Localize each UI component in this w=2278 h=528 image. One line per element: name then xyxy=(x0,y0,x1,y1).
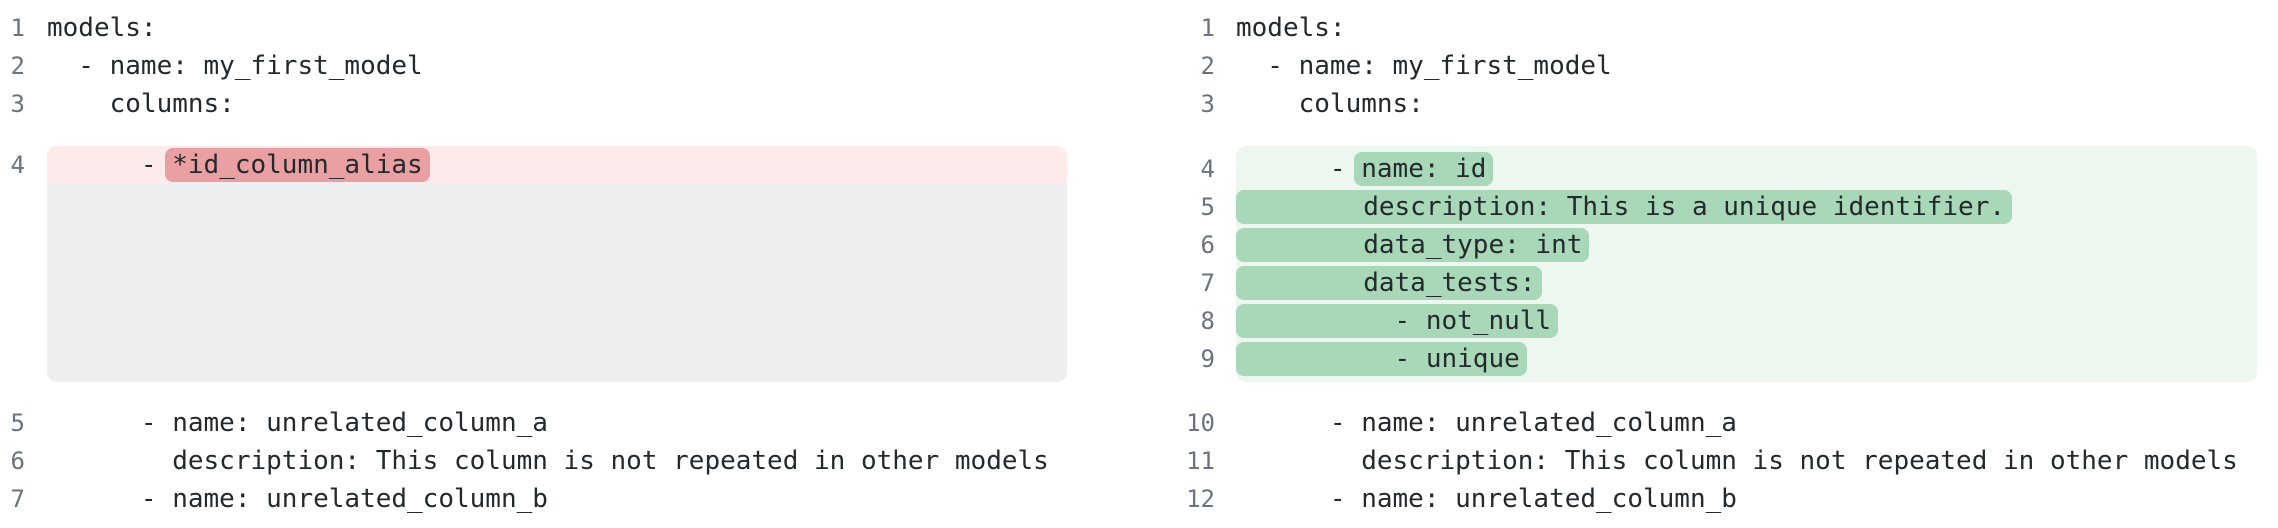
added-token: description: This is a unique identifier… xyxy=(1236,190,2013,224)
line-number: 3 xyxy=(1200,90,1215,118)
added-line: data_tests: xyxy=(1236,264,2257,302)
code-row: 1 models: xyxy=(1139,9,2257,47)
code-line: models: xyxy=(47,13,157,43)
line-number: 4 xyxy=(1200,155,1215,183)
line-number: 11 xyxy=(1186,447,1215,475)
line-number: 9 xyxy=(1200,345,1215,373)
added-line: description: This is a unique identifier… xyxy=(1236,188,2257,226)
line-number: 2 xyxy=(1200,52,1215,80)
line-number: 3 xyxy=(10,90,25,118)
line-number: 1 xyxy=(1200,14,1215,42)
line-number: 10 xyxy=(1186,409,1215,437)
added-token: - not_null xyxy=(1236,304,1559,338)
code-row: 12 - name: unrelated_column_b xyxy=(1139,480,2257,518)
diff-pane-old: 1 models: 2 - name: my_first_model 3 col… xyxy=(0,0,1139,518)
line-number: 2 xyxy=(10,52,25,80)
line-number: 5 xyxy=(1200,193,1215,221)
code-line: - name: my_first_model xyxy=(47,51,423,81)
code-row: 6 description: This column is not repeat… xyxy=(0,442,1067,480)
code-row: 3 columns: xyxy=(1139,85,2257,123)
code-segment: - xyxy=(47,150,173,180)
added-token: - unique xyxy=(1236,342,1527,376)
line-number: 12 xyxy=(1186,485,1215,513)
added-line: - unique xyxy=(1236,340,2257,378)
code-row: 1 models: xyxy=(0,9,1067,47)
code-line: models: xyxy=(1236,13,1346,43)
code-line: - name: unrelated_column_b xyxy=(1236,484,1737,514)
added-row: 6 data_type: int xyxy=(1139,226,2257,264)
line-number: 8 xyxy=(1200,307,1215,335)
added-row: 5 description: This is a unique identifi… xyxy=(1139,188,2257,226)
added-block: 4 - name: id 5 description: This is a un… xyxy=(1139,146,2257,382)
removed-line: - *id_column_alias xyxy=(47,146,1067,184)
placeholder-row xyxy=(0,184,1067,382)
added-row: 8 - not_null xyxy=(1139,302,2257,340)
code-row: 2 - name: my_first_model xyxy=(1139,47,2257,85)
code-line: - name: my_first_model xyxy=(1236,51,1612,81)
added-row: 9 - unique xyxy=(1139,340,2257,378)
removed-block: 4 - *id_column_alias xyxy=(0,146,1067,382)
code-row: 7 - name: unrelated_column_b xyxy=(0,480,1067,518)
line-number: 7 xyxy=(1200,269,1215,297)
added-token: data_type: int xyxy=(1236,228,1590,262)
removed-row: 4 - *id_column_alias xyxy=(0,146,1067,184)
added-row: 4 - name: id xyxy=(1139,150,2257,188)
added-token: name: id xyxy=(1354,152,1494,186)
code-line: columns: xyxy=(47,89,235,119)
line-number: 4 xyxy=(10,151,25,179)
code-line: - name: unrelated_column_a xyxy=(1236,408,1737,438)
line-number: 6 xyxy=(1200,231,1215,259)
code-line: - name: unrelated_column_a xyxy=(47,408,548,438)
code-row: 5 - name: unrelated_column_a xyxy=(0,404,1067,442)
line-number: 6 xyxy=(10,447,25,475)
collapsed-placeholder xyxy=(47,184,1067,382)
diff-pane-new: 1 models: 2 - name: my_first_model 3 col… xyxy=(1139,0,2278,518)
line-number: 7 xyxy=(10,485,25,513)
code-row: 3 columns: xyxy=(0,85,1067,123)
removed-token: *id_column_alias xyxy=(165,148,430,182)
code-segment: - xyxy=(1236,154,1362,184)
code-line: description: This column is not repeated… xyxy=(47,446,1049,476)
code-row: 11 description: This column is not repea… xyxy=(1139,442,2257,480)
code-line: - name: unrelated_column_b xyxy=(47,484,548,514)
line-number: 1 xyxy=(10,14,25,42)
added-line: data_type: int xyxy=(1236,226,2257,264)
added-line: - name: id xyxy=(1236,150,2257,188)
added-token: data_tests: xyxy=(1236,266,1543,300)
code-row: 2 - name: my_first_model xyxy=(0,47,1067,85)
added-row: 7 data_tests: xyxy=(1139,264,2257,302)
line-number-empty xyxy=(0,184,25,382)
code-line: columns: xyxy=(1236,89,1424,119)
code-row: 10 - name: unrelated_column_a xyxy=(1139,404,2257,442)
code-line: description: This column is not repeated… xyxy=(1236,446,2238,476)
added-line: - not_null xyxy=(1236,302,2257,340)
line-number: 5 xyxy=(10,409,25,437)
